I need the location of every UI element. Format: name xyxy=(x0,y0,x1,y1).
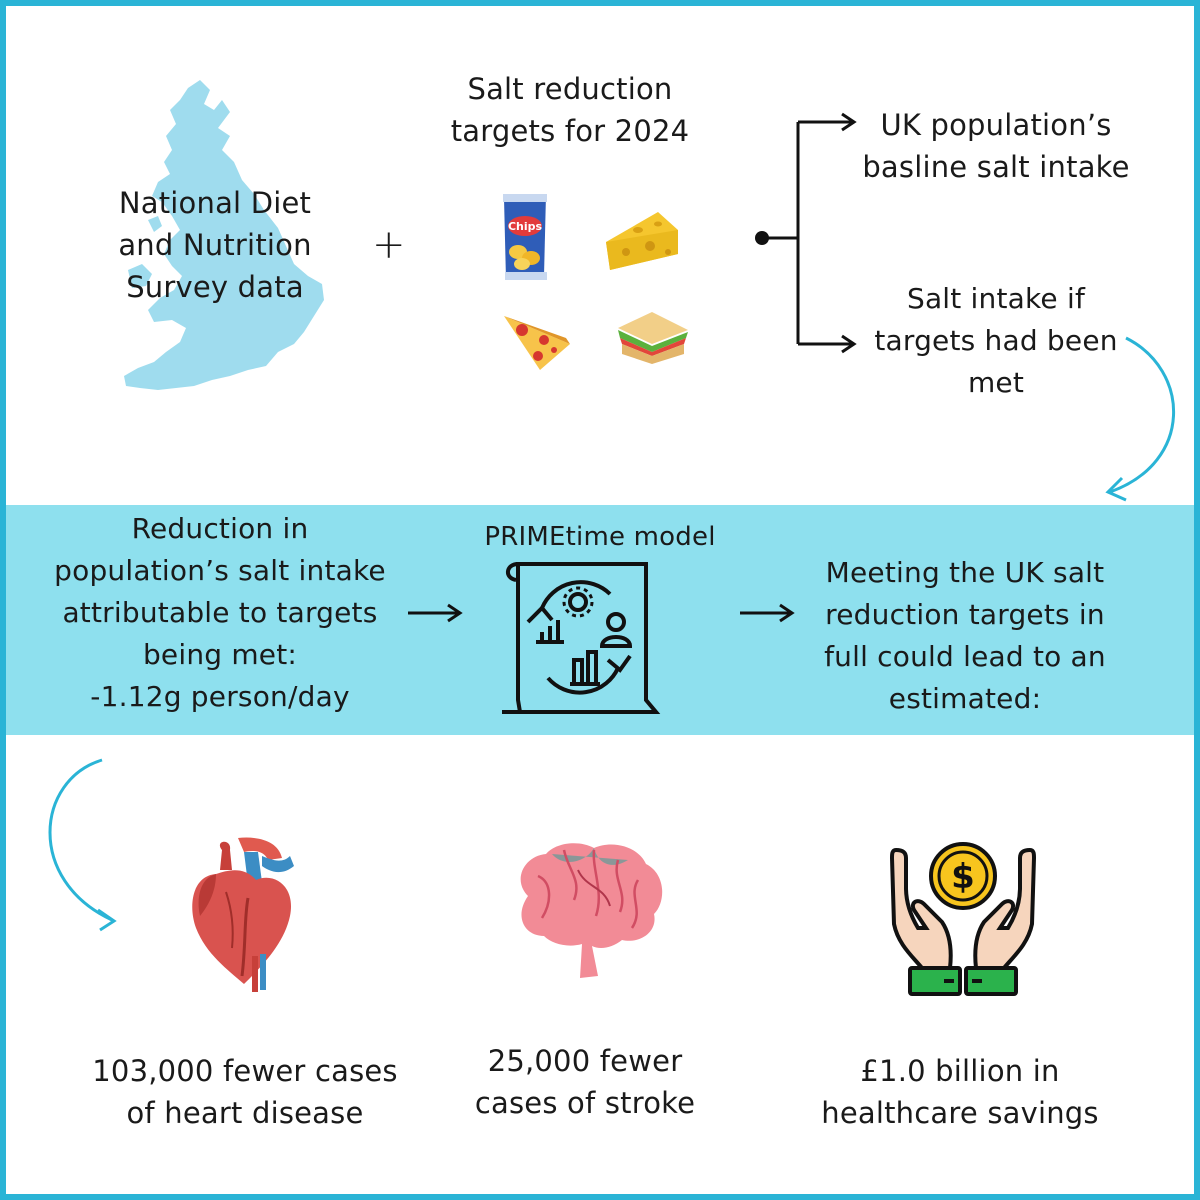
model-title: PRIMEtime model xyxy=(484,522,716,552)
estimate-label: Meeting the UK salt reduction targets in… xyxy=(824,556,1106,715)
targets-label: Salt reduction targets for 2024 xyxy=(450,72,690,148)
highlight-band xyxy=(0,505,1200,735)
survey-data-label: National Diet and Nutrition Survey data xyxy=(118,186,312,304)
coin-symbol: $ xyxy=(951,857,975,897)
salt-reduction-label: Reduction in population’s salt intake at… xyxy=(54,512,386,713)
stroke-outcome: 25,000 fewer cases of stroke xyxy=(474,1044,696,1120)
pizza-icon xyxy=(504,316,570,370)
cheese-icon xyxy=(606,212,678,270)
brain-icon xyxy=(520,843,663,978)
sandwich-icon xyxy=(618,312,688,364)
model-document-icon xyxy=(502,562,661,714)
targets-met-intake-label: Salt intake if targets had been met xyxy=(874,282,1118,399)
chips-icon: Chips xyxy=(503,194,547,280)
plus-sign: + xyxy=(372,222,406,268)
baseline-intake-label: UK population’s basline salt intake xyxy=(862,108,1130,184)
money-hands-icon: $ xyxy=(889,842,1037,996)
uk-map-icon xyxy=(124,80,324,390)
heart-icon xyxy=(192,837,294,992)
chips-bag-text: Chips xyxy=(508,220,543,233)
heart-disease-outcome: 103,000 fewer cases of heart disease xyxy=(92,1054,398,1130)
healthcare-savings-outcome: £1.0 billion in healthcare savings xyxy=(821,1054,1099,1130)
